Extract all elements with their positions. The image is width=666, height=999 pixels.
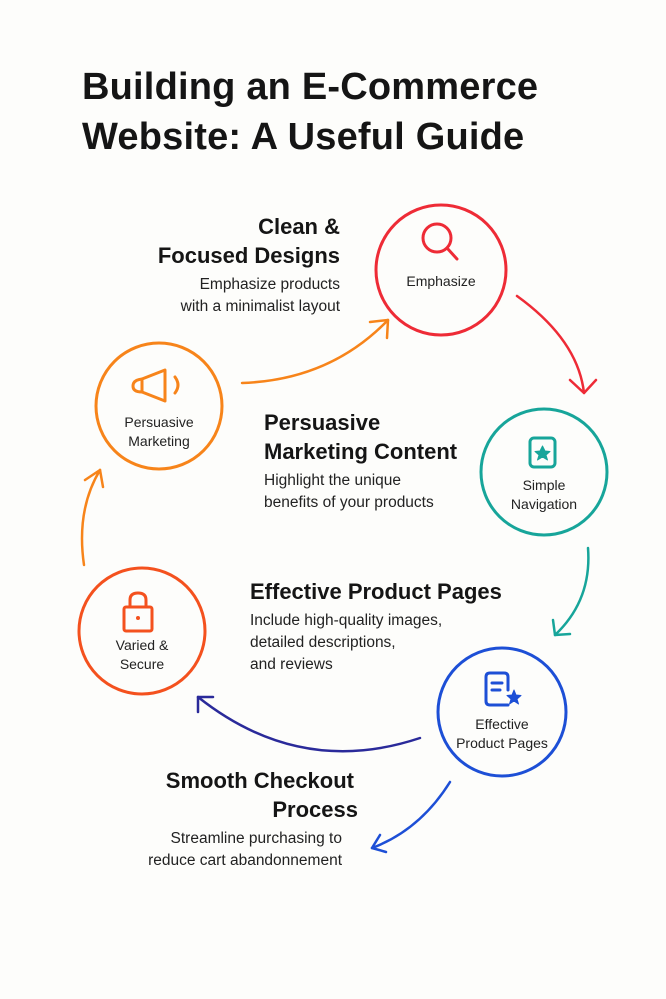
node-circle-marketing bbox=[94, 341, 224, 471]
arrow-product-pages-to-checkout bbox=[370, 780, 452, 854]
body-line: Include high-quality images, bbox=[250, 612, 443, 629]
body-line: and reviews bbox=[250, 656, 333, 673]
arrow-secure-to-marketing bbox=[80, 468, 105, 567]
node-label-marketing: Persuasive Marketing bbox=[99, 413, 219, 451]
node-label-secure: Varied & Secure bbox=[82, 636, 202, 674]
section-heading: Effective Product Pages bbox=[250, 577, 530, 606]
section-product-pages: Effective Product Pages Include high-qua… bbox=[250, 577, 530, 676]
node-label-line: Persuasive bbox=[124, 414, 194, 430]
node-circle-navigation bbox=[479, 407, 609, 537]
heading-line: Effective Product Pages bbox=[250, 579, 502, 604]
node-label-emphasize: Emphasize bbox=[381, 272, 501, 291]
section-body: Include high-quality images, detailed des… bbox=[250, 610, 530, 676]
node-label-line: Navigation bbox=[510, 496, 578, 512]
node-label-navigation: Simple Navigation bbox=[484, 476, 604, 514]
page-title: Building an E-Commerce Website: A Useful… bbox=[82, 62, 538, 162]
heading-line: Smooth Checkout bbox=[165, 768, 354, 793]
body-line: Highlight the unique bbox=[264, 472, 402, 489]
title-line: Building an E-Commerce bbox=[82, 66, 539, 108]
lock-icon bbox=[122, 591, 154, 633]
arrow-marketing-to-emphasize bbox=[240, 318, 390, 385]
title-line: Website: A Useful Guide bbox=[82, 116, 525, 158]
node-label-line: Marketing bbox=[128, 433, 190, 449]
node-label-line: Effective bbox=[475, 716, 529, 732]
node-circle-emphasize bbox=[374, 203, 508, 337]
section-clean-designs: Clean & Focused Designs Emphasize product… bbox=[80, 212, 340, 318]
heading-line: Marketing Content bbox=[264, 439, 458, 464]
section-body: Highlight the unique benefits of your pro… bbox=[264, 470, 484, 514]
search-icon bbox=[421, 222, 459, 261]
node-label-line: Varied & bbox=[115, 637, 169, 653]
document-star-icon bbox=[484, 671, 522, 707]
body-line: Emphasize products bbox=[199, 276, 340, 293]
heading-line: Clean & bbox=[258, 214, 340, 239]
arrow-emphasize-to-navigation bbox=[515, 294, 598, 395]
body-line: reduce cart abandonnement bbox=[148, 852, 342, 869]
node-label-line: Product Pages bbox=[456, 735, 548, 751]
node-label-line: Secure bbox=[119, 656, 165, 672]
heading-line: Process bbox=[272, 797, 358, 822]
node-label-line: Emphasize bbox=[406, 273, 476, 289]
section-body: Emphasize products with a minimalist layo… bbox=[80, 274, 340, 318]
body-line: benefits of your products bbox=[264, 494, 434, 511]
megaphone-icon bbox=[131, 368, 180, 403]
star-card-icon bbox=[528, 436, 557, 469]
node-circle-secure bbox=[77, 566, 207, 696]
section-body: Streamline purchasing to reduce cart aban… bbox=[94, 828, 342, 872]
section-heading: Clean & Focused Designs bbox=[80, 212, 340, 270]
arrow-product-pages-to-secure bbox=[196, 695, 422, 753]
body-line: Streamline purchasing to bbox=[170, 830, 342, 847]
body-line: with a minimalist layout bbox=[180, 298, 340, 315]
heading-line: Focused Designs bbox=[157, 243, 340, 268]
node-circle-product-pages bbox=[436, 646, 568, 778]
node-label-product-pages: Effective Product Pages bbox=[442, 715, 562, 753]
node-label-line: Simple bbox=[522, 477, 566, 493]
heading-line: Persuasive bbox=[264, 410, 381, 435]
arrow-navigation-to-product-pages bbox=[551, 546, 590, 637]
body-line: detailed descriptions, bbox=[250, 634, 396, 651]
